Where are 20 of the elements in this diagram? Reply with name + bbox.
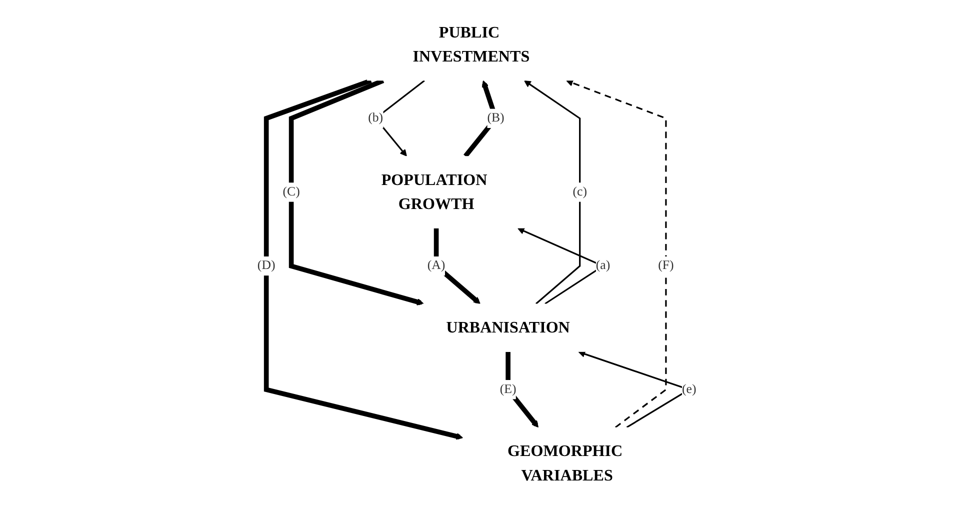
arrow: [434, 228, 481, 304]
node-text: URBANISATION: [446, 318, 570, 337]
arrow: [289, 78, 424, 306]
node-text: PUBLIC INVESTMENTS: [412, 24, 530, 66]
edge-label: (a): [596, 258, 610, 272]
arrow: [264, 78, 464, 440]
edge-label: (D): [258, 258, 276, 272]
arrow: [506, 352, 539, 428]
edge-label: (C): [282, 184, 300, 199]
edge-label: (B): [487, 111, 504, 125]
arrow: [524, 80, 581, 304]
edge-label: (e): [682, 382, 696, 396]
edge-label: (b): [368, 111, 384, 125]
node-text: POPULATION GROWTH: [382, 171, 488, 214]
edge-label: (E): [500, 382, 516, 396]
edge-label: (c): [572, 184, 588, 199]
arrow: [566, 80, 667, 428]
node-text: GEOMORPHIC VARIABLES: [508, 442, 623, 484]
edge-label: (F): [658, 258, 674, 272]
edge-label: (A): [428, 258, 446, 272]
